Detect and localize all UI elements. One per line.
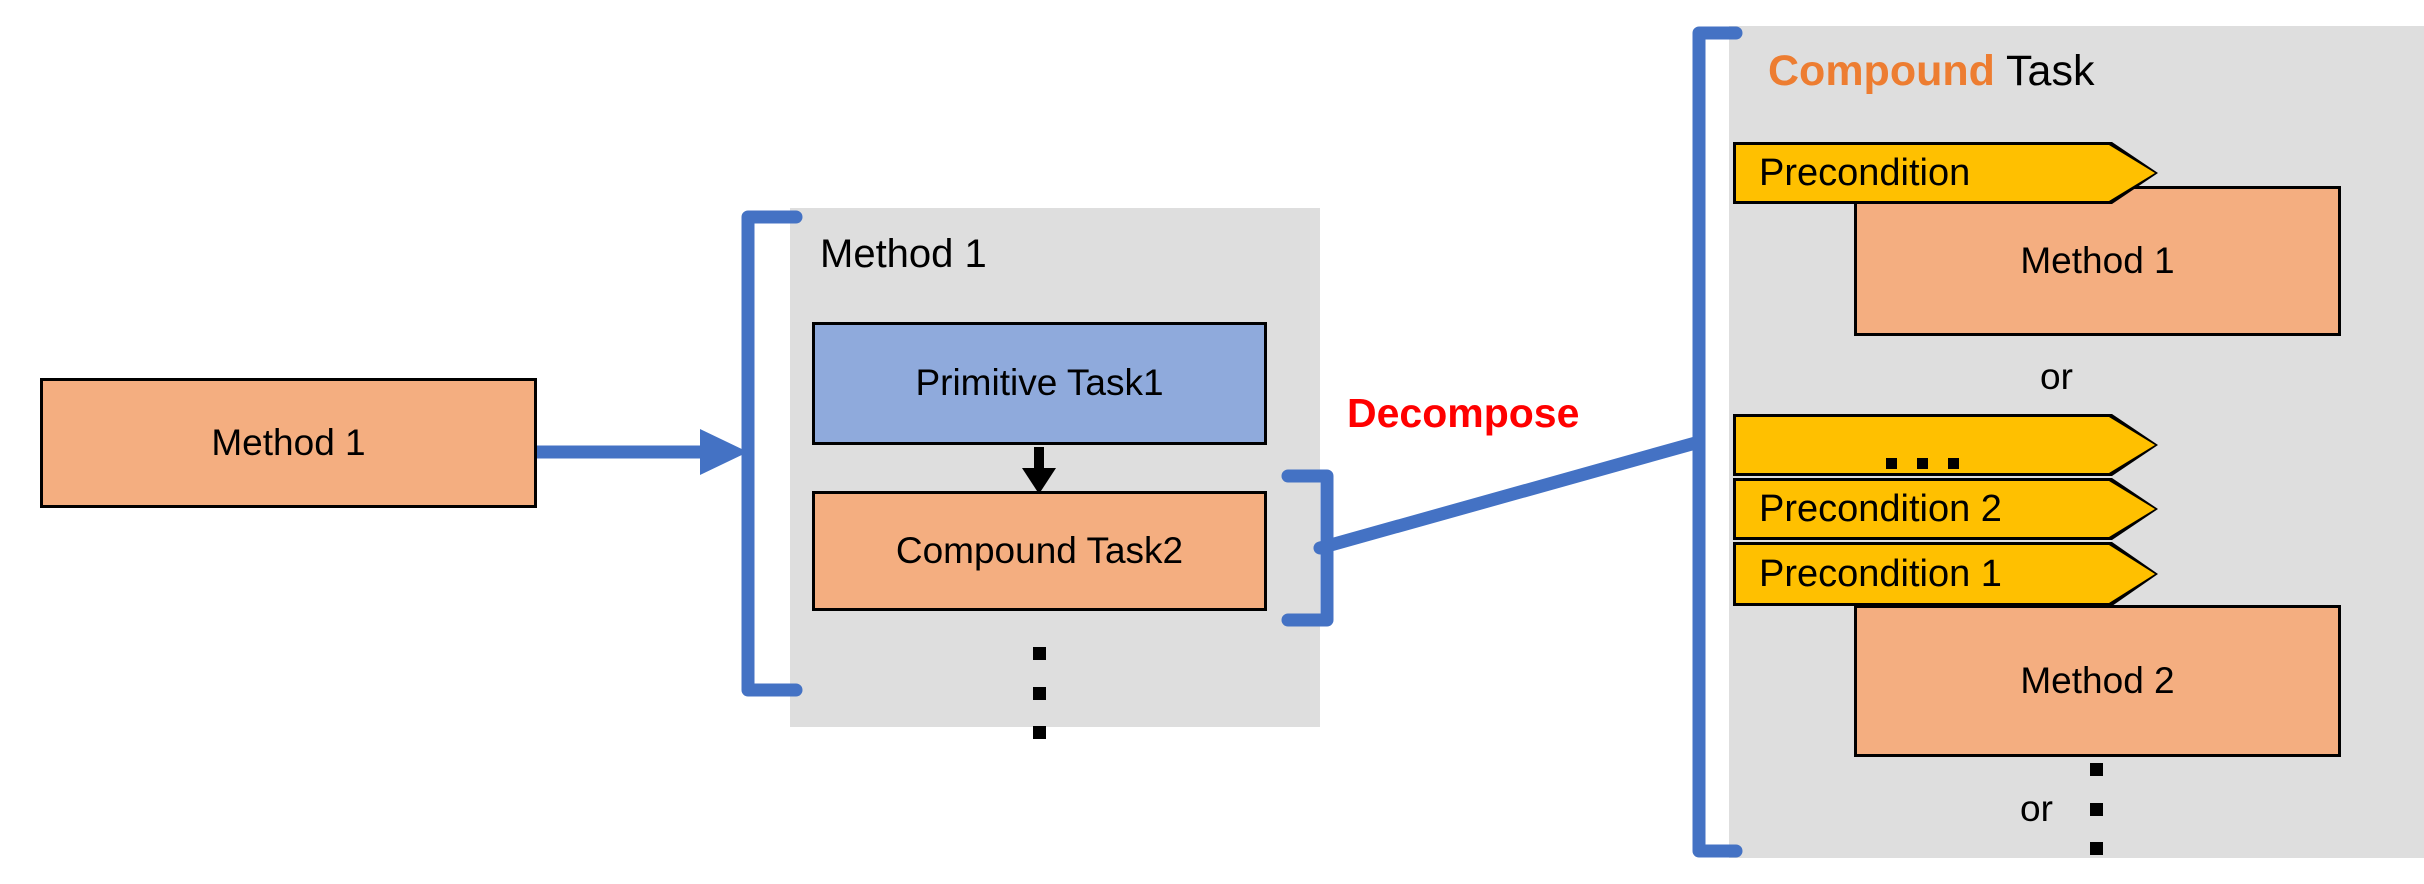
middle-panel-title: Method 1 xyxy=(820,232,987,276)
precondition-chevron-3-fill xyxy=(1736,545,2155,603)
right-method-2-label: Method 2 xyxy=(2020,659,2175,701)
right-method-1-label: Method 1 xyxy=(2020,239,2175,281)
ellipsis-dot xyxy=(1033,647,1046,660)
middle-left-bracket xyxy=(741,210,803,697)
precondition-chevron-2-label: Precondition 2 xyxy=(1759,487,2002,530)
decompose-connector-line xyxy=(1313,435,1706,555)
left-method-box: Method 1 xyxy=(40,378,537,508)
horizontal-ellipsis xyxy=(1886,458,1959,469)
primitive-task-label: Primitive Task1 xyxy=(915,362,1164,404)
middle-vertical-ellipsis xyxy=(1033,647,1046,739)
precondition-chevron-2: Precondition 2 xyxy=(1733,478,2158,540)
middle-method-panel xyxy=(790,208,1320,727)
or-label-2: or xyxy=(2020,788,2053,829)
ellipsis-dot xyxy=(2090,802,2103,816)
compound-task-title: Compound Task xyxy=(1768,47,2094,96)
precondition-chevron-1-fill xyxy=(1736,145,2155,201)
precondition-chevron-1-label: Precondition xyxy=(1759,151,1971,194)
primitive-task-box: Primitive Task1 xyxy=(812,322,1267,445)
precondition-chevron-3-label: Precondition 1 xyxy=(1759,552,2002,595)
ellipsis-dot xyxy=(1033,726,1046,739)
precondition-chevron-ellipsis-label xyxy=(1733,407,2112,483)
decompose-label: Decompose xyxy=(1347,390,1580,436)
precondition-chevron-ellipsis-fill xyxy=(1736,417,2155,473)
or-label-1: or xyxy=(2040,356,2073,397)
compound-task-label: Compound Task2 xyxy=(895,529,1184,571)
ellipsis-dot xyxy=(2090,842,2103,855)
right-method-2-box: Method 2 xyxy=(1854,605,2341,757)
precondition-chevron-1: Precondition xyxy=(1733,142,2158,204)
left-method-label: Method 1 xyxy=(211,421,366,463)
arrow-left-to-middle xyxy=(537,429,748,475)
precondition-chevron-ellipsis xyxy=(1733,414,2158,476)
compound-task-box: Compound Task2 xyxy=(812,491,1267,611)
precondition-chevron-3: Precondition 1 xyxy=(1733,542,2158,606)
right-vertical-ellipsis xyxy=(2090,763,2103,855)
right-method-1-box: Method 1 xyxy=(1854,186,2341,336)
ellipsis-dot xyxy=(1033,686,1046,700)
compound-task-title-accent: Compound xyxy=(1768,47,1995,95)
precondition-chevron-2-fill xyxy=(1736,481,2155,537)
compound-task-title-rest: Task xyxy=(1994,47,2095,95)
ellipsis-dot xyxy=(2090,763,2103,776)
